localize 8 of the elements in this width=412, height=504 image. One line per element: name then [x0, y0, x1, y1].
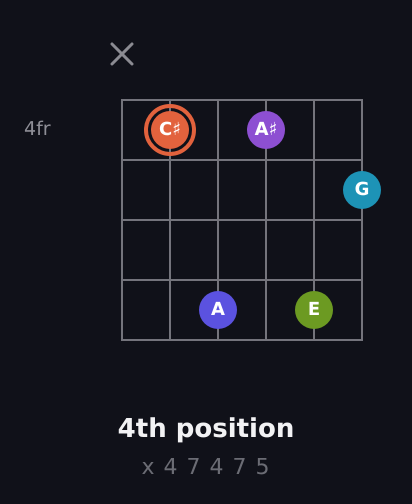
- fret-number: 4fr: [24, 118, 51, 141]
- root-note-marker: C♯: [144, 104, 196, 156]
- note-marker: G: [343, 171, 381, 209]
- fingering-text: x 4 7 4 7 5: [142, 456, 270, 480]
- note-marker: E: [295, 291, 333, 329]
- note-marker: A♯: [247, 111, 285, 149]
- chord-title: 4th position: [118, 415, 294, 443]
- note-marker: A: [199, 291, 237, 329]
